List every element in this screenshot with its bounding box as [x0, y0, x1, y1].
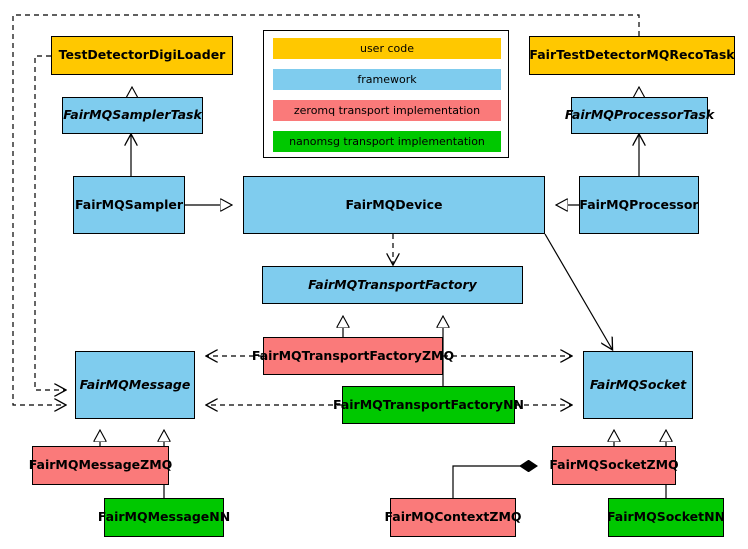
class-box-fairmqmessagenn[interactable]: FairMQMessageNN — [98, 498, 230, 537]
edge-contextzmq-to-socketzmq — [452, 466, 537, 498]
class-box-fairmqtransportfactory[interactable]: FairMQTransportFactory — [262, 266, 523, 304]
class-box-fairmqsampler[interactable]: FairMQSampler — [73, 176, 185, 234]
class-box-fairmqmessagezmq[interactable]: FairMQMessageZMQ — [29, 446, 172, 485]
class-box-fairmqcontextzmq[interactable]: FairMQContextZMQ — [384, 498, 522, 537]
color-legend: user code framework zeromq transport imp… — [263, 30, 509, 158]
class-box-fairmqtransportfactorynn[interactable]: FairMQTransportFactoryNN — [333, 386, 524, 424]
class-box-testdetectordigiloader[interactable]: TestDetectorDigiLoader — [51, 36, 233, 75]
class-box-fairmqdevice[interactable]: FairMQDevice — [243, 176, 545, 234]
edge-digiloader-to-message — [34, 55, 65, 390]
class-box-fairmqsocket[interactable]: FairMQSocket — [583, 351, 693, 419]
legend-label-nanomsg: nanomsg transport implementation — [289, 135, 485, 148]
legend-item-framework: framework — [273, 69, 501, 90]
class-box-fairmqmessage[interactable]: FairMQMessage — [75, 351, 195, 419]
legend-label-framework: framework — [357, 73, 417, 86]
legend-label-user-code: user code — [359, 42, 415, 55]
class-box-fairmqsamplertask[interactable]: FairMQSamplerTask — [62, 97, 203, 134]
legend-item-zeromq: zeromq transport implementation — [273, 100, 501, 121]
class-box-fairmqsocketnn[interactable]: FairMQSocketNN — [607, 498, 725, 537]
edge-device-to-socket — [544, 233, 612, 349]
legend-item-nanomsg: nanomsg transport implementation — [273, 131, 501, 152]
class-box-fairtestdetectormqrecotask[interactable]: FairTestDetectorMQRecoTask — [529, 36, 735, 75]
legend-label-zeromq: zeromq transport implementation — [293, 104, 481, 117]
class-box-fairmqprocessortask[interactable]: FairMQProcessorTask — [565, 97, 714, 134]
legend-item-user-code: user code — [273, 38, 501, 59]
class-box-fairmqtransportfactoryzmq[interactable]: FairMQTransportFactoryZMQ — [252, 337, 454, 375]
class-box-fairmqsocketzmq[interactable]: FairMQSocketZMQ — [549, 446, 679, 485]
class-box-fairmqprocessor[interactable]: FairMQProcessor — [579, 176, 699, 234]
